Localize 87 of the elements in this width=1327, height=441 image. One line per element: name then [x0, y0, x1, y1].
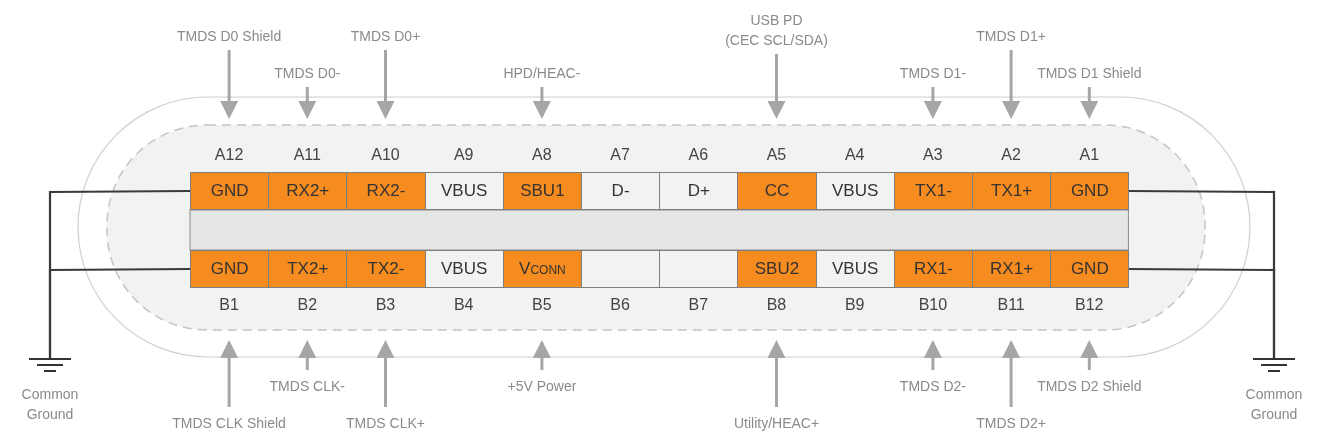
pin-cell: CC [737, 172, 817, 210]
pin-cell: GND [1050, 250, 1130, 288]
signal-label: TMDS CLK- [269, 377, 345, 396]
pin-cell: VBUS [424, 250, 504, 288]
signal-label: (CEC SCL/SDA) [725, 31, 828, 50]
signal-label: USB PD [750, 11, 803, 30]
pin-cell: TX1+ [972, 172, 1052, 210]
pin-cell: SBU2 [737, 250, 817, 288]
pin-cell: SBU1 [502, 172, 582, 210]
arrow [1002, 340, 1021, 407]
pin-number: B10 [917, 295, 949, 315]
pin-cell: GND [1050, 172, 1130, 210]
pin-number: B12 [1074, 295, 1105, 315]
pin-cell [659, 250, 739, 288]
pin-cell: RX1- [893, 250, 973, 288]
arrow [220, 50, 239, 119]
pin-number: A5 [765, 145, 788, 165]
pin-number: B3 [374, 295, 397, 315]
pin-number: B11 [996, 295, 1026, 315]
signal-label: +5V Power [507, 377, 577, 396]
pin-number: A11 [292, 145, 322, 165]
pin-cell: VBUS [424, 172, 504, 210]
pin-number: A4 [843, 145, 866, 165]
pin-number: B1 [218, 295, 240, 315]
ground-wire [48, 267, 190, 358]
pin-cell: GND [190, 250, 270, 288]
signal-label: TMDS D0+ [350, 27, 421, 46]
pin-cell: TX1- [893, 172, 973, 210]
pin-number: B9 [843, 295, 866, 315]
arrow [376, 50, 395, 119]
signal-label: HPD/HEAC- [503, 64, 581, 83]
arrow [532, 340, 551, 370]
pin-number: B8 [765, 295, 788, 315]
arrow [298, 340, 317, 370]
pin-number: A10 [370, 145, 401, 165]
pin-number: B2 [296, 295, 319, 315]
signal-label: TMDS D1 Shield [1037, 64, 1142, 83]
signal-label: TMDS D1+ [976, 27, 1046, 46]
arrow [220, 340, 239, 407]
pin-cell: Vconn [502, 250, 582, 288]
pin-number: B6 [609, 295, 631, 315]
signal-label: TMDS D0 Shield [176, 27, 282, 46]
pin-number: A3 [922, 145, 944, 165]
arrow [376, 340, 395, 407]
pin-cell: VBUS [815, 250, 895, 288]
pin-cell: RX2- [346, 172, 426, 210]
pin-number: B7 [687, 295, 710, 315]
ground-label: Common Ground [20, 385, 80, 424]
pin-number: A12 [213, 145, 245, 165]
arrow [1080, 340, 1099, 370]
ground-wire [1128, 267, 1276, 358]
signal-label: Utility/HEAC+ [733, 414, 820, 433]
signal-label: TMDS D0- [274, 64, 341, 83]
pin-number: A6 [687, 145, 710, 165]
signal-label: TMDS D2+ [976, 414, 1046, 433]
arrow [923, 87, 942, 119]
pin-cell: D- [581, 172, 661, 210]
signal-label: TMDS D1- [899, 64, 966, 83]
pin-number: A2 [1000, 145, 1022, 165]
pin-cell: RX1+ [972, 250, 1052, 288]
signal-label: TMDS CLK+ [346, 414, 425, 433]
pin-number: A7 [609, 145, 631, 165]
ground-label: Common Ground [1244, 385, 1304, 424]
pin-cell: VBUS [815, 172, 895, 210]
pin-number: B4 [452, 295, 475, 315]
pin-number: B5 [531, 295, 553, 315]
pin-cell: TX2+ [268, 250, 348, 288]
ground-symbol [1253, 358, 1295, 374]
signal-label: TMDS CLK Shield [172, 414, 286, 433]
pin-cell: TX2- [346, 250, 426, 288]
arrow [1080, 87, 1099, 119]
pin-number: A1 [1078, 145, 1101, 165]
arrow [767, 54, 786, 119]
pin-cell: D+ [659, 172, 739, 210]
arrow [923, 340, 942, 370]
pin-cell [581, 250, 661, 288]
pin-number: A8 [531, 145, 553, 165]
pin-number: A9 [452, 145, 475, 165]
signal-label: TMDS D2 Shield [1037, 377, 1142, 396]
arrow [532, 87, 551, 119]
pin-cell: GND [190, 172, 270, 210]
arrow [1002, 50, 1021, 119]
ground-symbol [29, 358, 71, 374]
signal-label: TMDS D2- [899, 377, 966, 396]
arrow [767, 340, 786, 407]
pin-cell: RX2+ [268, 172, 348, 210]
arrow [298, 87, 317, 119]
